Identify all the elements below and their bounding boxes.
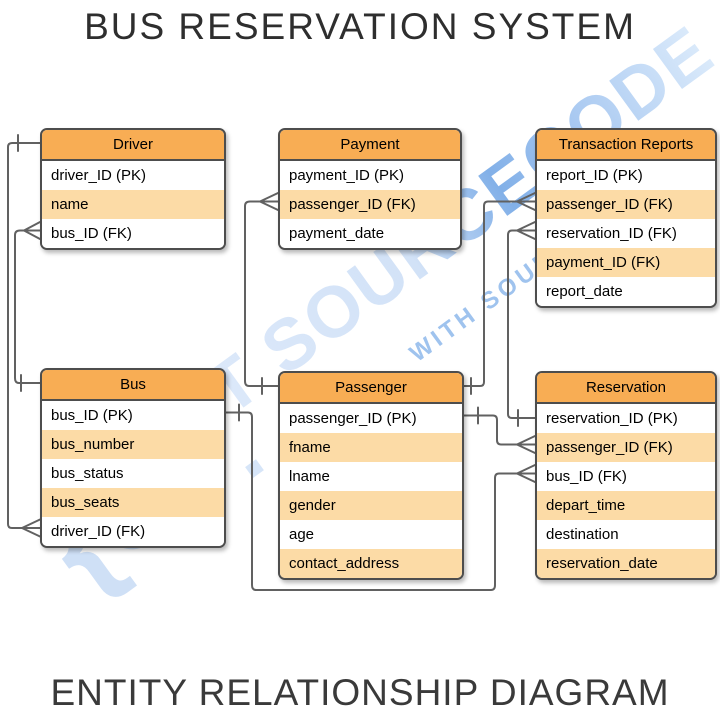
entity-bus: Bus bus_ID (PK) bus_number bus_status bu… [40, 368, 226, 548]
entity-payment-title: Payment [280, 130, 460, 161]
row-bus_seats: bus_seats [42, 488, 224, 517]
page-subtitle: ENTITY RELATIONSHIP DIAGRAM [50, 672, 670, 713]
entity-reservation-title: Reservation [537, 373, 715, 404]
row-depart_time: depart_time [537, 491, 715, 520]
row-bus_ID-fk: bus_ID (FK) [42, 219, 224, 248]
row-driver_ID-pk: driver_ID (PK) [42, 161, 224, 190]
row-destination: destination [537, 520, 715, 549]
rel-passenger-to-treports-passengerid [459, 192, 536, 395]
row-passenger_ID-fk: passenger_ID (FK) [280, 190, 460, 219]
row-passenger_ID-fk: passenger_ID (FK) [537, 433, 715, 462]
row-payment_ID-pk: payment_ID (PK) [280, 161, 460, 190]
entity-driver-title: Driver [42, 130, 224, 161]
row-gender: gender [280, 491, 462, 520]
row-driver_ID-fk: driver_ID (FK) [42, 517, 224, 546]
row-passenger_ID-fk: passenger_ID (FK) [537, 190, 715, 219]
row-bus_ID-fk: bus_ID (FK) [537, 462, 715, 491]
entity-reservation: Reservation reservation_ID (PK) passenge… [535, 371, 717, 580]
row-reservation_ID-pk: reservation_ID (PK) [537, 404, 715, 433]
row-bus_ID-pk: bus_ID (PK) [42, 401, 224, 430]
row-name: name [42, 190, 224, 219]
entity-payment: Payment payment_ID (PK) passenger_ID (FK… [278, 128, 462, 250]
row-report_ID-pk: report_ID (PK) [537, 161, 715, 190]
row-age: age [280, 520, 462, 549]
rel-reservation-to-treports-reservationid [507, 221, 536, 427]
row-payment_date: payment_date [280, 219, 460, 248]
row-bus_status: bus_status [42, 459, 224, 488]
rel-bus-to-reservation-busid [221, 403, 536, 591]
rel-bus-to-driver-busid [14, 221, 41, 392]
row-passenger_ID-pk: passenger_ID (PK) [280, 404, 462, 433]
row-contact_address: contact_address [280, 549, 462, 578]
entity-transaction-reports-title: Transaction Reports [537, 130, 715, 161]
entity-passenger-title: Passenger [280, 373, 462, 404]
row-bus_number: bus_number [42, 430, 224, 459]
entity-transaction-reports: Transaction Reports report_ID (PK) passe… [535, 128, 717, 308]
entity-passenger: Passenger passenger_ID (PK) fname lname … [278, 371, 464, 580]
row-reservation_ID-fk: reservation_ID (FK) [537, 219, 715, 248]
rel-passenger-to-payment-passengerid [244, 192, 279, 395]
entity-driver: Driver driver_ID (PK) name bus_ID (FK) [40, 128, 226, 250]
page-title: BUS RESERVATION SYSTEM [84, 6, 636, 47]
rel-driver-to-bus-driverid [7, 134, 41, 538]
row-report_date: report_date [537, 277, 715, 306]
row-fname: fname [280, 433, 462, 462]
row-reservation_date: reservation_date [537, 549, 715, 578]
row-lname: lname [280, 462, 462, 491]
row-payment_ID-fk: payment_ID (FK) [537, 248, 715, 277]
rel-passenger-to-reservation-passengerid [459, 406, 536, 454]
entity-bus-title: Bus [42, 370, 224, 401]
